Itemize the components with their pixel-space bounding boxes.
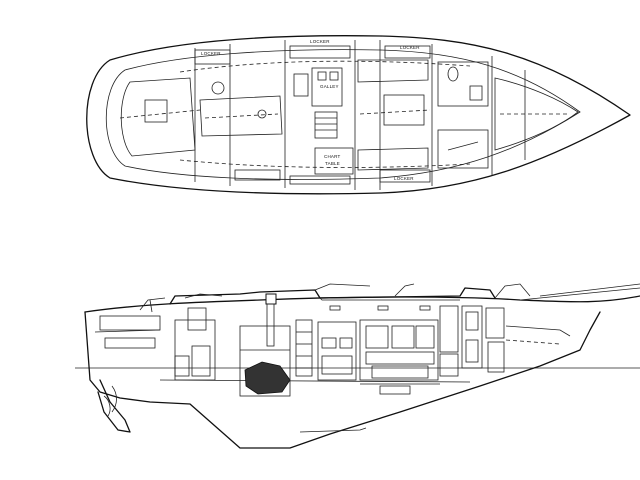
plan-label-table: TABLE bbox=[325, 161, 340, 166]
profile-view bbox=[75, 283, 640, 449]
plan-deck-line bbox=[105, 49, 581, 180]
plan-label-locker-bottom: LOCKER bbox=[394, 176, 414, 181]
plan-galley bbox=[311, 67, 343, 107]
plan-label-galley: GALLEY bbox=[320, 84, 339, 89]
plan-cockpit-hatch bbox=[144, 99, 168, 123]
profile-sheer bbox=[84, 295, 640, 313]
plan-cockpit bbox=[120, 77, 196, 157]
profile-rudder bbox=[97, 379, 131, 433]
plan-label-locker-aft: LOCKER bbox=[400, 45, 420, 50]
plan-label-chart: CHART bbox=[324, 154, 340, 159]
plan-chart-table bbox=[314, 147, 354, 175]
profile-engine bbox=[244, 361, 291, 395]
plan-label-locker-fwd: LOCKER bbox=[201, 51, 221, 56]
plan-hull-outline bbox=[86, 35, 631, 195]
plan-view: LOCKER LOCKER LOCKER GALLEY CHART TABLE … bbox=[86, 35, 631, 195]
plan-label-locker-mid: LOCKER bbox=[310, 39, 330, 44]
